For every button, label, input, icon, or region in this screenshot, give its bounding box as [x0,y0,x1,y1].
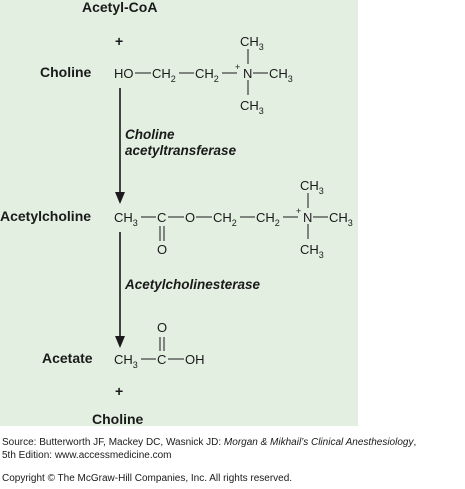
svg-text:N: N [303,210,312,225]
svg-text:+: + [235,62,240,72]
svg-text:O: O [157,320,167,335]
svg-text:HO: HO [114,66,134,81]
svg-text:CH3: CH3 [114,210,138,228]
svg-text:CH2: CH2 [152,66,176,84]
structure-acetate: O CH3 C OH [114,320,205,370]
svg-text:CH2: CH2 [256,210,280,228]
copyright-notice: Copyright © The McGraw-Hill Companies, I… [2,473,293,484]
svg-text:O: O [185,210,195,225]
svg-text:CH3: CH3 [329,210,353,228]
label-acetyl-coa: Acetyl-CoA [82,0,157,15]
svg-text:CH3: CH3 [300,242,324,260]
source-citation: Source: Butterworth JF, Mackey DC, Wasni… [2,437,417,448]
diagram-background [0,0,358,426]
reaction-diagram: Acetyl-CoA + Choline Acetylcholine Aceta… [0,0,353,427]
enzyme-acetylcholinesterase: Acetylcholinesterase [124,277,261,292]
source-book-title: Morgan & Mikhail’s Clinical Anesthesiolo… [223,437,414,448]
svg-text:CH3: CH3 [114,352,138,370]
reaction-arrow-2 [115,232,125,348]
svg-text:CH2: CH2 [195,66,219,84]
svg-text:C: C [157,210,166,225]
source-edition: 5th Edition: www.accessmedicine.com [2,450,172,461]
svg-text:CH3: CH3 [300,178,324,196]
svg-text:CH3: CH3 [269,66,293,84]
svg-text:OH: OH [185,352,205,367]
svg-text:O: O [157,242,167,257]
structure-acetylcholine: CH3 C O O CH2 CH2 + N CH3 CH3 CH3 [114,178,353,260]
label-acetylcholine: Acetylcholine [0,208,91,224]
reaction-arrow-1 [115,88,125,204]
enzyme-choline-acetyltransferase-line2: acetyltransferase [125,143,237,158]
svg-text:C: C [157,352,166,367]
svg-text:CH3: CH3 [240,34,264,52]
svg-text:+: + [296,206,301,216]
label-acetate: Acetate [42,350,93,366]
svg-text:CH3: CH3 [240,98,264,116]
plus-sign-1: + [115,33,123,49]
label-choline-product: Choline [92,411,144,427]
enzyme-choline-acetyltransferase-line1: Choline [125,127,175,142]
svg-text:N: N [243,66,252,81]
plus-sign-2: + [115,383,123,399]
structure-choline: HO CH2 CH2 + N CH3 CH3 CH3 [114,34,293,116]
svg-text:CH2: CH2 [213,210,237,228]
label-choline: Choline [40,64,92,80]
figure-footer: Source: Butterworth JF, Mackey DC, Wasni… [2,436,465,485]
